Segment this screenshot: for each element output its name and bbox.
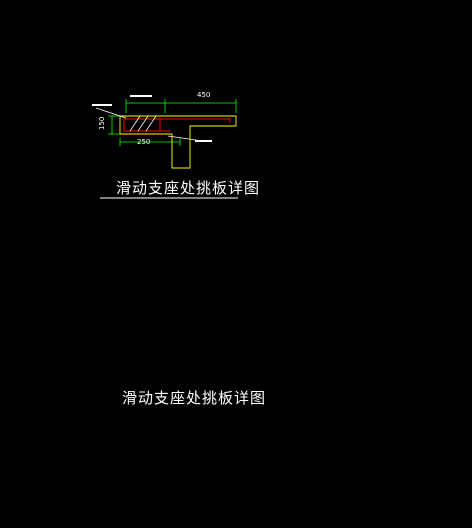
detail-1-dim-150: 150 <box>98 117 106 130</box>
detail-1-dim-250: 250 <box>137 138 150 146</box>
detail-3-stair-slab: 50 <box>14 0 28 19</box>
detail-1-rebar <box>123 118 231 132</box>
detail-title-top: 滑动支座处挑板详图 <box>116 179 261 197</box>
detail-1-concrete-outline <box>119 115 237 169</box>
detail-5-stair-support: 10 <box>102 0 111 19</box>
detail-1-dimension-lines <box>108 99 237 146</box>
detail-title-bottom: 滑动支座处挑板详图 <box>122 389 267 407</box>
detail-1-small-labels <box>92 95 212 142</box>
detail-4-dim-600: 600 <box>28 9 42 17</box>
detail-4-dim-270: 270 <box>83 9 97 17</box>
detail-1-cantilever-slab: 450 250 150 <box>92 91 238 199</box>
detail-3-dim-50: 50 <box>14 9 23 17</box>
detail-4-dim-400: 400 <box>46 9 60 17</box>
detail-4-cantilever-beam: 600 400 120 270 <box>28 0 102 19</box>
detail-5-dim-10: 10 <box>101 9 111 17</box>
detail-1-ties <box>95 107 197 141</box>
detail-2-dim-10: 10 <box>0 9 9 17</box>
detail-2-stair-support: 10 <box>0 0 14 19</box>
detail-4-dim-120: 120 <box>64 9 79 17</box>
detail-3-rebar: 50 <box>14 0 28 19</box>
detail-1-dim-450: 450 <box>197 91 210 99</box>
